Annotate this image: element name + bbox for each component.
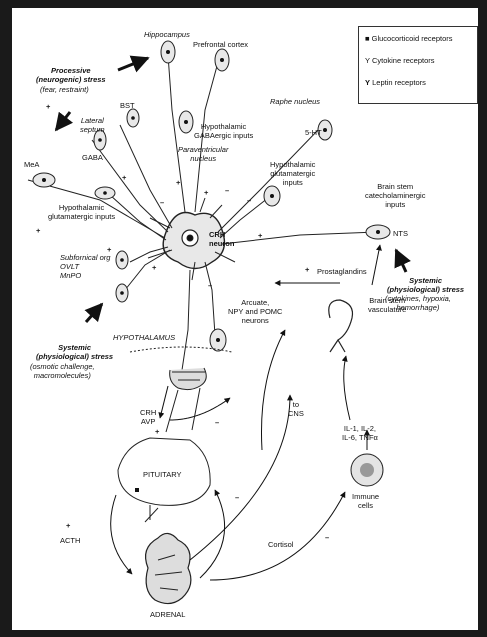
label-lateral-septum: Lateral septum — [80, 116, 105, 134]
arrow-cortisol-to-immune — [209, 491, 346, 581]
cytokine-receptor-icon: Y — [365, 56, 370, 65]
glut-right-projection — [219, 197, 269, 239]
bst-projection — [119, 124, 173, 229]
arrow-cytokines-to-vasc — [341, 355, 351, 421]
label-crh-avp: CRH AVP — [140, 408, 157, 426]
label-prefrontal: Prefrontal cortex — [193, 40, 249, 49]
sign-plus: + — [46, 102, 51, 111]
label-pituitary: PITUITARY — [143, 470, 182, 479]
sign-plus: + — [155, 427, 160, 436]
mea-projection — [27, 179, 166, 239]
label-brainstem-vasculature: Brain stem vasculature — [368, 296, 407, 314]
label-nts: NTS — [393, 229, 408, 238]
label-hypothalamic-glut-left: Hypothalamic glutamatergic inputs — [48, 203, 116, 221]
label-gaba: GABA — [82, 153, 103, 162]
sign-minus: – — [235, 493, 240, 502]
subfornical-projection — [129, 246, 169, 263]
sign-plus: + — [36, 226, 41, 235]
label-crh-neuron: CRH neuron — [209, 230, 235, 248]
label-processive-stress: Processive (neurogenic) stress — [36, 66, 106, 84]
label-immune-cells: Immune cells — [352, 492, 380, 510]
label-hypothalamic-gaba: Hypothalamic GABAergic inputs — [194, 122, 254, 140]
legend-cytokine: Y Cytokine receptors — [365, 56, 435, 65]
sign-plus: + — [107, 245, 112, 254]
glut-left-projection — [109, 194, 167, 241]
median-eminence — [169, 367, 207, 391]
nts-projection — [221, 231, 378, 245]
legend-leptin-label: Leptin receptors — [372, 78, 426, 87]
sign-plus: + — [152, 263, 157, 272]
label-brainstem-catecholaminergic: Brain stem catecholaminergic inputs — [365, 182, 426, 209]
label-hypothalamus: HYPOTHALAMUS — [113, 333, 176, 342]
label-systemic-right-examples: (cytokines, hypoxia, hemorrhage) — [385, 294, 451, 312]
raphe-projection — [217, 127, 321, 233]
arrow-processive-in — [117, 55, 150, 73]
pituitary-gland — [117, 437, 211, 506]
label-acth: ACTH — [60, 536, 81, 545]
arrow-cortisol-to-brain — [189, 394, 293, 561]
sign-plus: + — [204, 188, 209, 197]
label-mea: MeA — [24, 160, 40, 169]
arrow-processive-down — [54, 111, 74, 132]
hypothalamus-outline — [129, 346, 233, 353]
sign-plus: + — [305, 265, 310, 274]
label-paraventricular: Paraventricular nucleus — [178, 145, 229, 163]
label-systemic-right-title: Systemic (physiological) stress — [387, 276, 465, 294]
arrow-systemic-left — [84, 302, 104, 323]
adrenal-gland — [145, 532, 192, 605]
arcuate-projection — [204, 261, 216, 336]
hippocampus-projection — [167, 54, 186, 213]
label-5ht: 5-HT — [305, 128, 322, 137]
label-subfornical: Subfornical org OVLT MnPO — [60, 253, 111, 280]
label-processive-example: (fear, restraint) — [40, 85, 89, 94]
label-prostaglandins: Prostaglandins — [317, 267, 367, 276]
pituitary-stalk — [165, 387, 201, 433]
label-raphe: Raphe nucleus — [270, 97, 321, 106]
arrow-crh-avp — [158, 385, 169, 419]
label-hippocampus: Hippocampus — [144, 30, 190, 39]
legend-cytokine-label: Cytokine receptors — [371, 56, 435, 65]
crh-neuron-body — [162, 211, 226, 270]
arrow-cortisol-to-hypothalamus — [169, 397, 231, 421]
legend-glucocorticoid: ■ Glucocorticoid receptors — [365, 34, 453, 43]
label-systemic-left-title: Systemic (physiological) stress — [36, 343, 114, 361]
sign-minus: – — [215, 418, 220, 427]
subfornical-projection-2 — [124, 249, 171, 291]
glucocorticoid-receptor-icon: ■ — [365, 34, 370, 43]
label-interleukins: IL-1, IL-2, IL-6, TNFα — [342, 424, 378, 442]
label-adrenal: ADRENAL — [150, 610, 186, 619]
label-systemic-left-examples: (osmotic challenge, macromolecules) — [30, 362, 95, 380]
sign-minus: – — [225, 186, 230, 195]
label-arcuate: Arcuate, NPY and POMC neurons — [228, 298, 283, 325]
sign-minus: – — [160, 198, 165, 207]
label-bst: BST — [120, 101, 135, 110]
sign-plus: + — [258, 231, 263, 240]
crh-axon — [181, 269, 191, 371]
sign-plus: + — [66, 521, 71, 530]
arrow-cytokines-to-cns — [261, 329, 286, 451]
label-hypothalamic-glut-right: Hypothalamic glutamatergic inputs — [270, 160, 316, 187]
leptin-receptor-icon: Y — [365, 78, 371, 87]
arrow-systemic-right — [394, 248, 411, 273]
legend-leptin: Y Leptin receptors — [365, 78, 426, 87]
label-cortisol: Cortisol — [268, 540, 294, 549]
sign-plus: + — [176, 178, 181, 187]
arrow-brainstem-to-nts — [371, 244, 382, 286]
legend-box: ■ Glucocorticoid receptors Y Cytokine re… — [358, 26, 478, 104]
label-to-cns: to CNS — [288, 400, 304, 418]
legend-glucocorticoid-label: Glucocorticoid receptors — [371, 34, 453, 43]
arrow-acth — [110, 494, 133, 575]
sign-minus: – — [247, 196, 252, 205]
sign-minus: – — [208, 281, 213, 290]
brainstem-vasculature-shape — [328, 299, 354, 353]
arrow-cortisol-to-pituitary — [199, 489, 226, 579]
sign-minus: – — [325, 533, 330, 542]
sign-plus: + — [122, 173, 127, 182]
prefrontal-projection — [194, 54, 221, 213]
septum-projection — [91, 139, 169, 233]
